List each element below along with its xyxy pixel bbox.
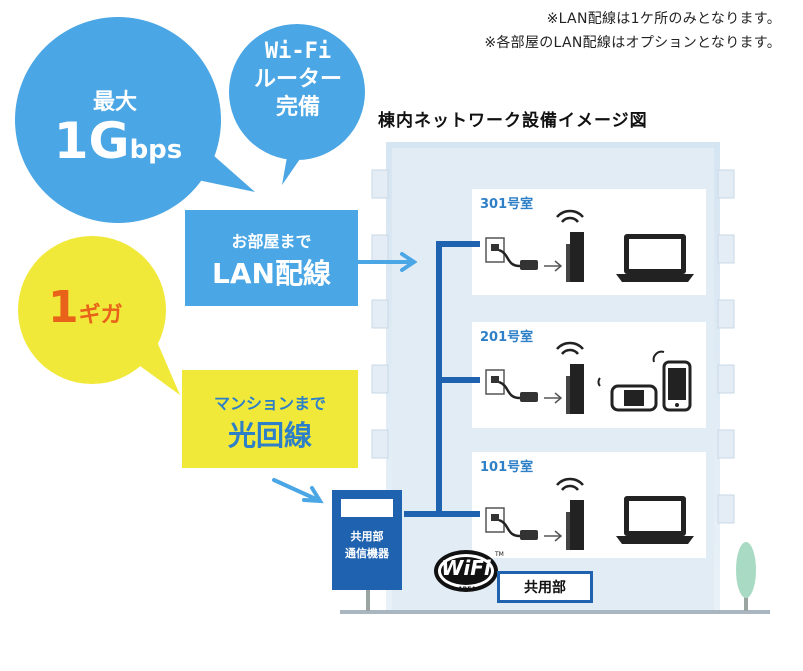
network-trunk [404,241,480,517]
arrow-fiber-to-equipment [272,478,324,504]
wifi-label-line2: ルーター [253,67,342,92]
speed-value: 1Gbps [53,112,183,170]
wifi-logo-tm: TM [495,551,504,558]
room-301-devices [485,209,694,282]
wifi-area-logo [434,550,498,592]
wifi-label-line3: 完備 [275,95,320,120]
giga-bubble [18,236,180,395]
wifi-label-line1: Wi-Fi [264,39,332,64]
wifi-bubble [229,24,365,185]
room-101-devices [485,477,694,550]
lan-panel [185,210,358,306]
room-101-label: 101号室 [480,460,534,475]
room-201-devices [485,341,692,414]
lan-panel-line1: お部屋まで [231,232,312,251]
shared-area-box: 共用部 [497,571,593,603]
lan-panel-line2: LAN配線 [212,257,331,290]
fiber-panel-line2: 光回線 [227,419,312,452]
wifi-logo-area: AREA [457,586,476,593]
arrow-lan-to-rooms [354,252,418,272]
equipment-label: 共用部 通信機器 [332,528,402,562]
note-lan-single: ※LAN配線は1ケ所のみとなります。 [546,11,781,27]
room-301-label: 301号室 [480,197,534,212]
room-201-label: 201号室 [480,330,534,345]
note-room-lan-option: ※各部屋のLAN配線はオプションとなります。 [484,35,781,51]
equipment-label-line1: 共用部 [350,530,384,543]
speed-bubble [15,17,255,223]
equipment-label-line2: 通信機器 [345,547,389,560]
wifi-router-label: Wi-Fi ルーター 完備 [239,38,357,122]
wifi-logo-text: WiFi [441,556,491,580]
fiber-panel-line1: マンションまで [213,394,326,413]
giga-label: 1ギガ [48,282,123,333]
speed-max-label: 最大 [92,90,137,115]
fiber-panel [182,370,358,468]
diagram-title: 棟内ネットワーク設備イメージ図 [378,111,648,131]
